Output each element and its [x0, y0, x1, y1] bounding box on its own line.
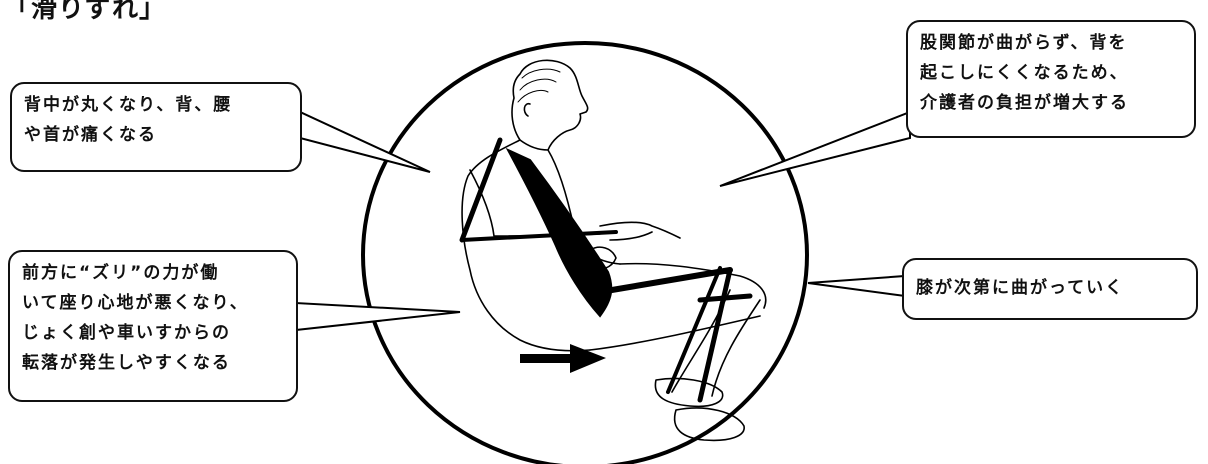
callout-knee-line-1: 膝が次第に曲がっていく — [916, 266, 1186, 310]
knee-callout-pointer — [808, 276, 905, 296]
callout-hip-line-3: 介護者の負担が増大する — [920, 88, 1184, 118]
callout-slide-line-4: 転落が発生しやすくなる — [22, 348, 286, 378]
callout-knee: 膝が次第に曲がっていく — [902, 258, 1198, 320]
callout-back-line-1: 背中が丸くなり、背、腰 — [24, 90, 290, 120]
head-outline — [512, 60, 588, 150]
callout-forward-slide: 前方に“ズリ”の力が働 いて座り心地が悪くなり、 じょく創や車いすからの 転落が… — [8, 250, 298, 402]
thigh-under — [590, 316, 760, 350]
callout-slide-line-1: 前方に“ズリ”の力が働 — [22, 258, 286, 288]
hair-lines — [518, 69, 560, 102]
chair-back-post — [462, 140, 500, 240]
callout-slide-line-2: いて座り心地が悪くなり、 — [22, 288, 286, 318]
hip-callout-pointer — [720, 112, 910, 186]
callout-slide-line-3: じょく創や車いすからの — [22, 318, 286, 348]
ear — [524, 104, 530, 116]
callout-back-pain: 背中が丸くなり、背、腰 や首が痛くなる — [10, 82, 302, 172]
callout-hip-joint: 股関節が曲がらず、背を 起こしにくくなるため、 介護者の負担が増大する — [906, 20, 1196, 138]
armrest — [462, 232, 616, 240]
callout-back-line-2: や首が痛くなる — [24, 120, 290, 150]
callout-hip-line-1: 股関節が曲がらず、背を — [920, 28, 1184, 58]
slide-callout-pointer — [296, 303, 460, 330]
seated-person-illustration — [462, 60, 766, 440]
leg-rest-back — [668, 268, 720, 392]
right-arrow-icon — [520, 344, 606, 373]
leg-rest-front — [700, 270, 730, 400]
callout-hip-line-2: 起こしにくくなるため、 — [920, 58, 1184, 88]
